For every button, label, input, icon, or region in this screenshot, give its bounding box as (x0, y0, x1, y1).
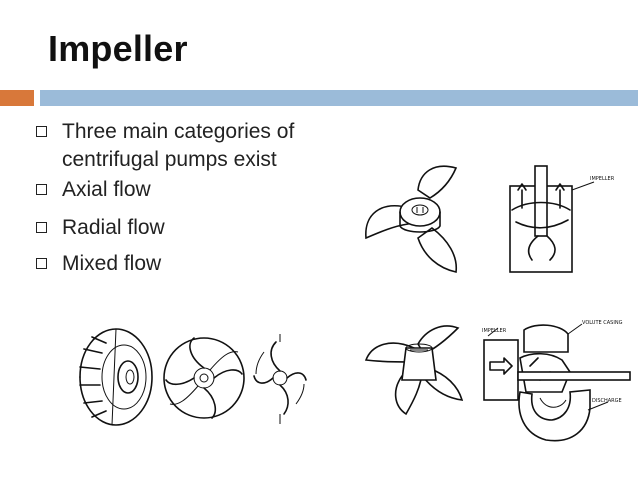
square-bullet-icon (36, 184, 47, 195)
square-bullet-icon (36, 126, 47, 137)
radial-impeller-front-illustration (163, 337, 245, 419)
discharge-label: DISCHARGE (592, 398, 622, 404)
impeller-label: IMPELLER (482, 328, 507, 334)
bullet-list: Three main categories of centrifugal pum… (14, 118, 354, 278)
axial-casing-illustration: IMPELLER (509, 165, 615, 273)
impeller-label: IMPELLER (590, 176, 615, 182)
bullet-item: Radial flow (14, 214, 354, 242)
bullet-text: Mixed flow (62, 252, 162, 275)
bullet-item: Three main categories of centrifugal pum… (14, 118, 354, 174)
square-bullet-icon (36, 258, 47, 269)
bullet-text: Three main categories of centrifugal pum… (62, 120, 295, 171)
mixed-flow-casing-illustration: IMPELLER VOLUTE CASING DISCHARGE (482, 320, 631, 442)
radial-impeller-open-illustration (253, 334, 307, 424)
square-bullet-icon (36, 222, 47, 233)
bullet-item: Mixed flow (14, 250, 354, 278)
mixed-flow-impeller-illustration (364, 325, 464, 416)
volute-casing-label: VOLUTE CASING (582, 320, 623, 326)
bullet-text: Axial flow (62, 178, 151, 201)
axial-propeller-illustration (365, 165, 458, 273)
bullet-text: Radial flow (62, 216, 165, 239)
radial-impeller-side-illustration (79, 328, 153, 426)
bullet-item: Axial flow (14, 176, 354, 204)
accent-bar (0, 90, 34, 106)
slide-title: Impeller (48, 28, 188, 69)
header-bar (40, 90, 638, 106)
